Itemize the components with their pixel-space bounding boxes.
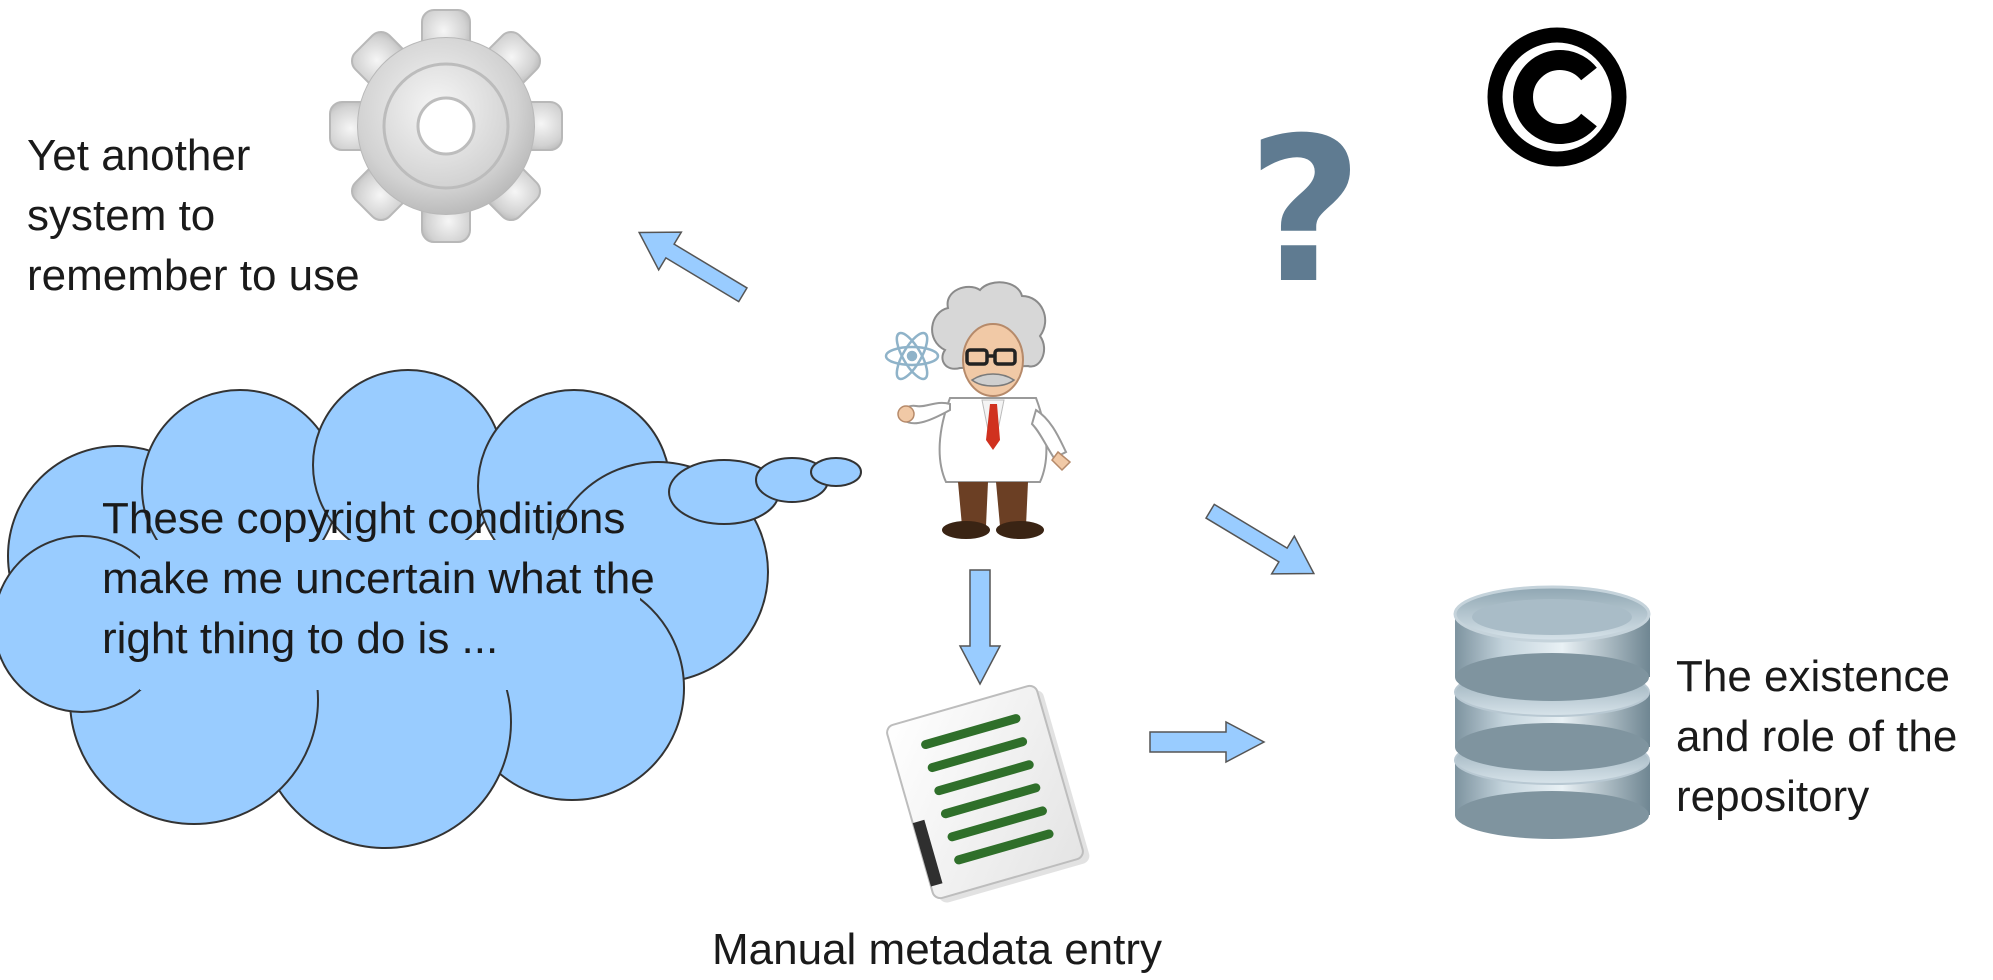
database-icon [1453,585,1651,839]
scientist-figure [884,281,1072,539]
arrow-to-repository [1204,503,1316,575]
metadata-caption: Manual metadata entry [712,925,1163,974]
repository-caption-line: repository [1676,772,1870,821]
thought-cloud [0,369,769,849]
repository-caption: The existence and role of the repository [1676,647,1957,827]
thought-bubble-small [668,457,862,525]
gear-caption: Yet another system to remember to use [27,126,360,306]
arrow-to-document [958,569,1002,686]
repository-caption-line: and role of the [1676,712,1958,761]
cloud-thought-text: These copyright conditions make me uncer… [102,489,655,669]
gear-caption-line: Yet another [27,131,251,180]
document-icon [886,684,1090,903]
question-mark-icon: ? [1247,95,1363,328]
arrow-to-gear [637,231,749,303]
repository-caption-line: The existence [1676,652,1950,701]
arrow-document-to-repository [1149,720,1266,764]
cloud-text-line: right thing to do is ... [102,614,499,663]
gear-caption-line: system to [27,191,216,240]
gear-icon [329,9,563,243]
gear-caption-line: remember to use [27,251,360,300]
copyright-icon [1487,27,1627,167]
cloud-text-line: These copyright conditions [102,494,626,543]
atom-icon [884,331,940,381]
cloud-text-line: make me uncertain what the [102,554,655,603]
